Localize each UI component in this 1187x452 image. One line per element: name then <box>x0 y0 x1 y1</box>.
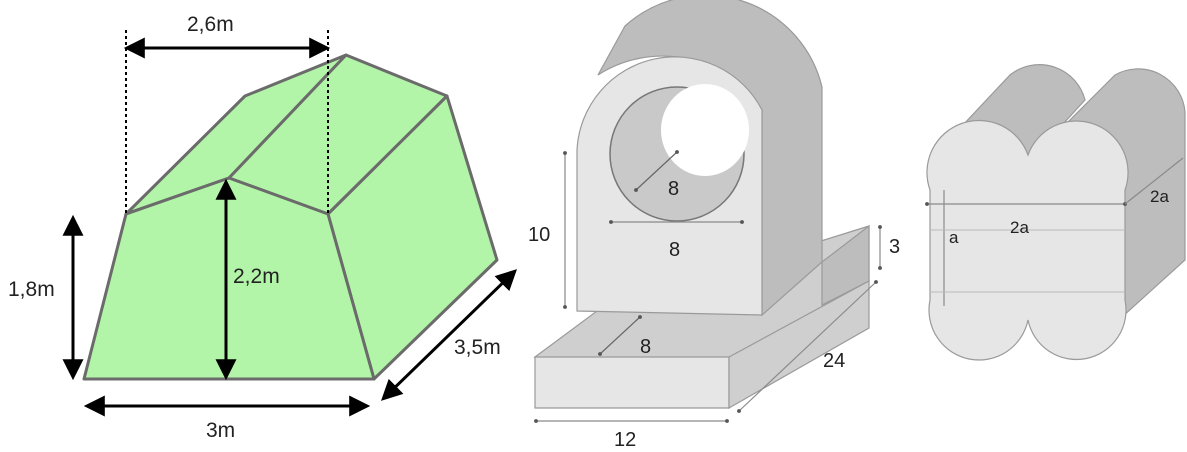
tent-base-width-label: 3m <box>206 419 235 442</box>
bracket-base-width-label: 12 <box>614 429 636 451</box>
bracket-base-offset-line <box>598 315 642 356</box>
bracket-hole-width-label: 8 <box>669 239 680 261</box>
cylinder-width-label: 2a <box>1010 218 1029 237</box>
cylinder-depth-label: 2a <box>1150 187 1169 206</box>
tent-side-height-label: 1,8m <box>8 278 55 301</box>
bracket-hole-radius-line <box>634 150 679 192</box>
tent-depth-label: 3,5m <box>454 336 501 359</box>
bracket-upright-height-label: 10 <box>528 224 550 246</box>
cylinder-height-label: a <box>949 228 959 247</box>
bracket-hole-opening <box>661 84 749 176</box>
bracket-base-front-face <box>534 356 730 409</box>
tent-top-width-label: 2,6m <box>187 13 234 36</box>
bracket-base-offset-label: 8 <box>640 336 651 358</box>
bracket-base-length-label: 24 <box>823 350 845 372</box>
bracket-base-length-line <box>737 280 878 413</box>
cylinder-front-face <box>926 119 1129 361</box>
tent-figure: 2,6m 1,8m 2,2m 3m 3,5m <box>8 13 518 442</box>
bracket-hole-radius-label: 8 <box>668 178 679 200</box>
tent-ridge-height-label: 2,2m <box>233 265 280 288</box>
tent-depth-arrow <box>380 269 518 401</box>
bracket-figure: 10 8 8 3 8 24 12 <box>528 0 900 451</box>
cylinder-depth-line <box>1124 157 1184 205</box>
bracket-base-thickness-label: 3 <box>889 236 900 258</box>
cylinder-figure: a 2a 2a <box>925 64 1186 361</box>
